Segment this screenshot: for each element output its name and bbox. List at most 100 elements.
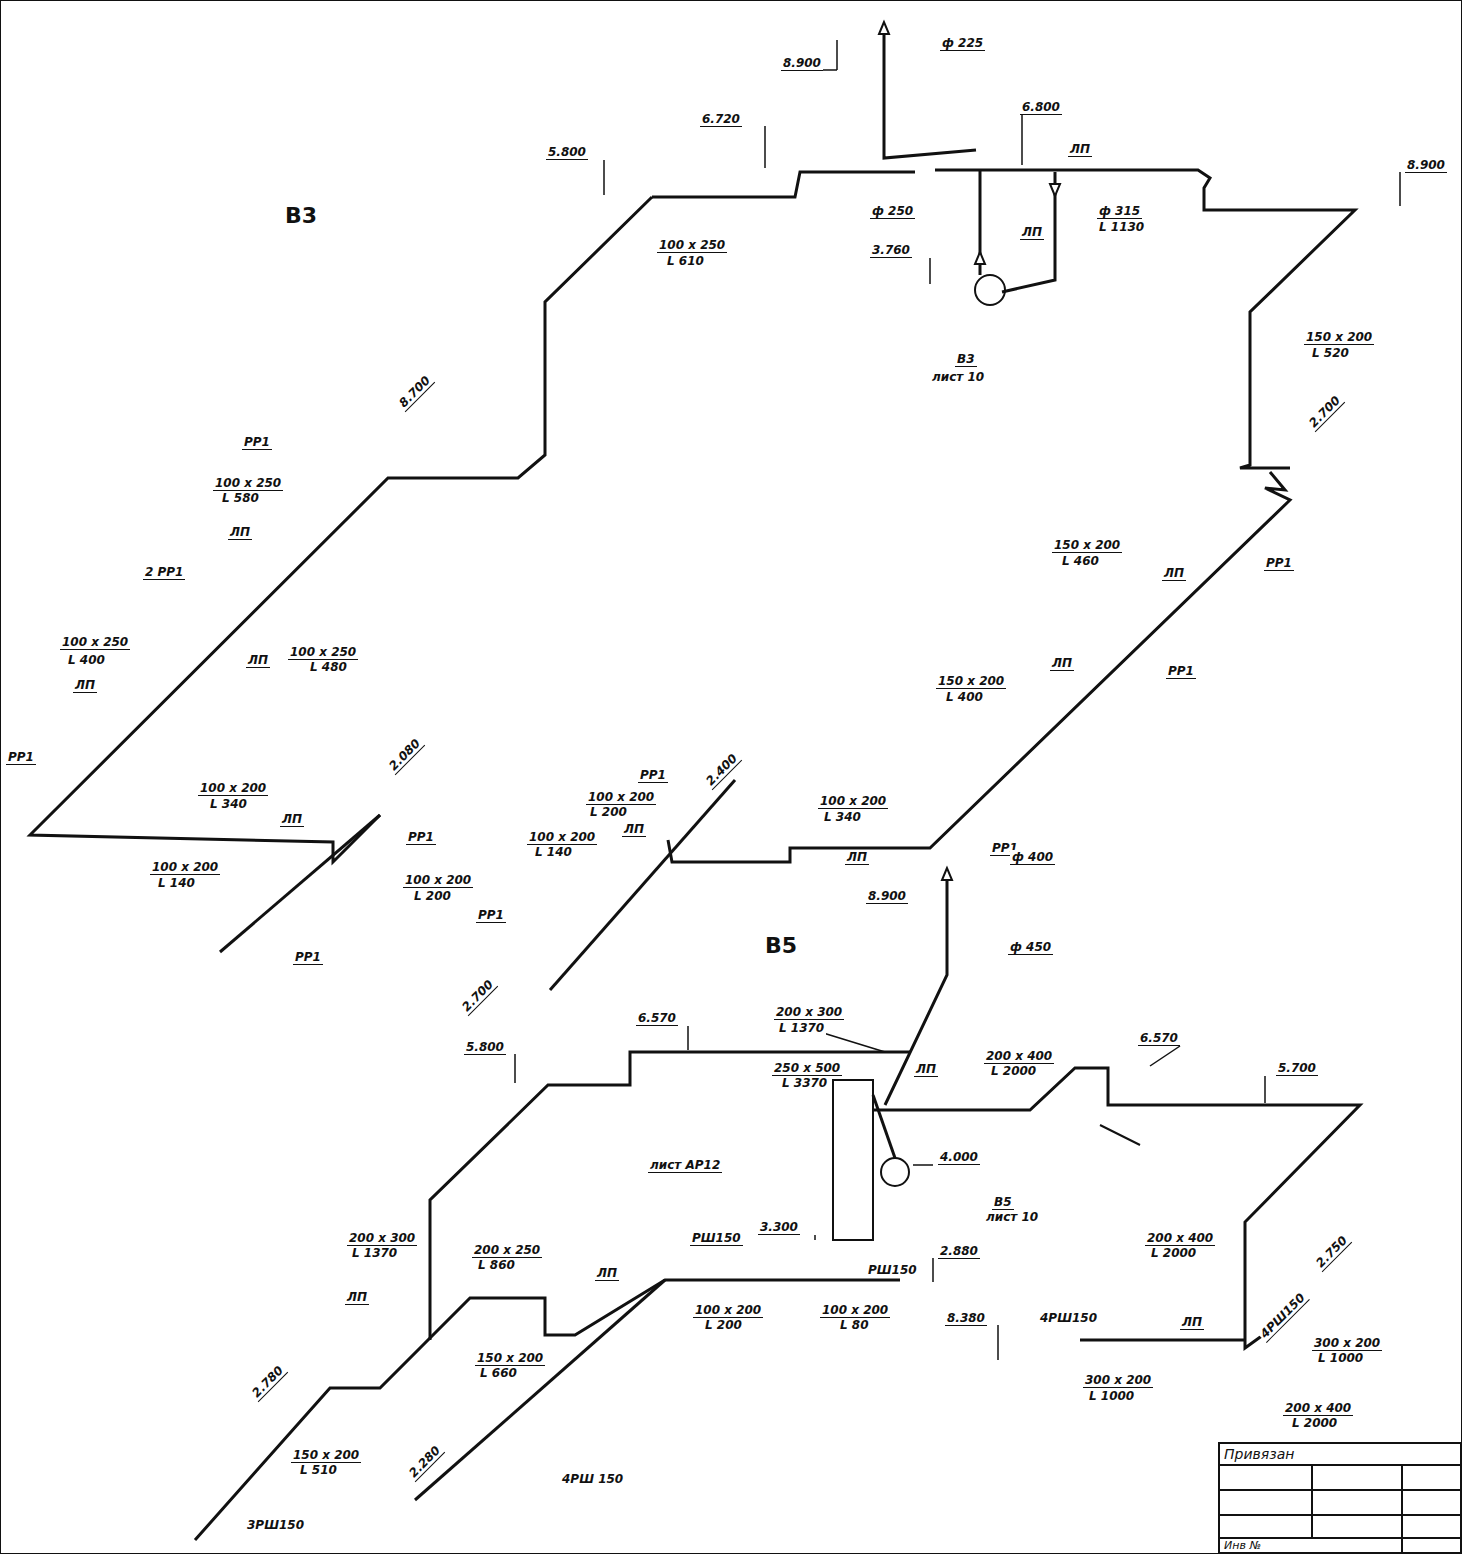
elevation-mark: 2.280 (405, 1442, 445, 1482)
duct-label: 100 x 250 (657, 238, 727, 253)
duct-label: 200 x 400 (1283, 1401, 1353, 1416)
duct-label: 100 x 200 (586, 790, 656, 805)
duct-label: 8.900 (1405, 158, 1447, 173)
duct-label: 100 x 250 (60, 635, 130, 650)
elevation-mark: 2.780 (248, 1362, 288, 1402)
title-grid (1218, 1537, 1462, 1539)
flow-arrow (942, 868, 952, 880)
system-name: В3 (283, 204, 319, 228)
duct-label: L 200 (412, 889, 453, 903)
duct-label: L 1000 (1316, 1351, 1365, 1365)
duct-label: РР1 (476, 908, 506, 923)
duct-label: 100 x 200 (527, 830, 597, 845)
duct-label: L 200 (588, 805, 629, 819)
duct-line (885, 880, 947, 1105)
equipment (975, 275, 1005, 305)
duct-label: 100 x 250 (288, 645, 358, 660)
duct-label: РР1 (6, 750, 36, 765)
duct-label: 6.800 (1020, 100, 1062, 115)
duct-label: 200 x 300 (774, 1005, 844, 1020)
duct-label: L 580 (220, 491, 261, 505)
leader-line (997, 1325, 999, 1360)
duct-label: L 2000 (1149, 1246, 1198, 1260)
duct-label: ф 400 (1010, 850, 1055, 865)
equipment (833, 275, 1140, 1240)
duct-label: ЛП (1050, 656, 1074, 671)
duct-label: 4.000 (938, 1150, 980, 1165)
duct-label: ф 315 (1097, 204, 1142, 219)
duct-label: 5.700 (1276, 1061, 1318, 1076)
duct-label: 250 x 500 (772, 1061, 842, 1076)
duct-label: L 1000 (1087, 1389, 1136, 1403)
duct-label: 150 x 200 (291, 1448, 361, 1463)
leader-line (515, 40, 1400, 1360)
duct-label: 100 x 200 (403, 873, 473, 888)
duct-label: L 2000 (989, 1064, 1038, 1078)
leader-line (1264, 1076, 1266, 1103)
leader-line (932, 1258, 934, 1282)
equipment (881, 1158, 909, 1186)
duct-label: 150 x 200 (475, 1351, 545, 1366)
duct-line (935, 170, 1355, 468)
flow-arrow (975, 252, 985, 264)
duct-label: 2.880 (938, 1244, 980, 1259)
duct-line (1002, 172, 1055, 292)
duct-label: 200 x 300 (347, 1231, 417, 1246)
duct-label: 4РШ 150 (560, 1472, 625, 1486)
duct-label: L 400 (944, 690, 985, 704)
duct-label: 8.380 (945, 1311, 987, 1326)
duct-label: 6.720 (700, 112, 742, 127)
duct-label: В3 (955, 352, 977, 367)
leader-line (514, 1054, 516, 1083)
duct-label: L 860 (476, 1258, 517, 1272)
duct-label: 5.800 (546, 145, 588, 160)
duct-label: РР1 (1264, 556, 1294, 571)
duct-label: ЛП (622, 822, 646, 837)
duct-label: 3РШ150 (245, 1518, 306, 1532)
duct-label: ЛП (914, 1062, 938, 1077)
duct-label: L 3370 (780, 1076, 829, 1090)
duct-line (652, 172, 915, 197)
duct-label: 300 x 200 (1312, 1336, 1382, 1351)
duct-label: L 140 (533, 845, 574, 859)
duct-label: 4РШ150 (1038, 1311, 1099, 1325)
duct-label: 3.760 (870, 243, 912, 258)
elevation-mark: 4РШ150 (1256, 1289, 1310, 1343)
duct-line (220, 815, 380, 952)
duct-label: L 480 (308, 660, 349, 674)
title-grid (1218, 1464, 1462, 1466)
leader-line (603, 160, 605, 195)
duct-label: ЛП (1162, 566, 1186, 581)
duct-label: 100 x 200 (198, 781, 268, 796)
duct-label: 3.300 (758, 1220, 800, 1235)
duct-label: L 400 (66, 653, 107, 667)
duct-label: 8.900 (781, 56, 823, 71)
duct-label: L 140 (156, 876, 197, 890)
leader-line (836, 40, 838, 70)
duct-label: L 2000 (1290, 1416, 1339, 1430)
duct-line (884, 34, 976, 158)
duct-label: 6.570 (1138, 1031, 1180, 1046)
duct-label: ЛП (1020, 225, 1044, 240)
duct-line (668, 472, 1290, 862)
flow-arrow (1050, 184, 1060, 196)
duct-label: лист 10 (984, 1210, 1040, 1224)
duct-label: L 340 (208, 797, 249, 811)
duct-label: ЛП (73, 678, 97, 693)
duct-label: L 200 (703, 1318, 744, 1332)
title-grid (1218, 1489, 1462, 1491)
duct-line (30, 34, 1360, 1540)
equipment (1100, 1125, 1140, 1145)
duct-label: 300 x 200 (1083, 1373, 1153, 1388)
duct-label: РШ150 (866, 1263, 919, 1277)
duct-label: 200 x 400 (1145, 1231, 1215, 1246)
title-grid (1218, 1514, 1462, 1516)
duct-label: L 520 (1310, 346, 1351, 360)
leader-line (687, 1026, 689, 1050)
equipment (833, 1080, 873, 1240)
duct-label: 200 x 250 (472, 1243, 542, 1258)
duct-label: 100 x 200 (818, 794, 888, 809)
duct-label: L 510 (298, 1463, 339, 1477)
duct-label: ЛП (228, 525, 252, 540)
duct-line (195, 1280, 900, 1540)
